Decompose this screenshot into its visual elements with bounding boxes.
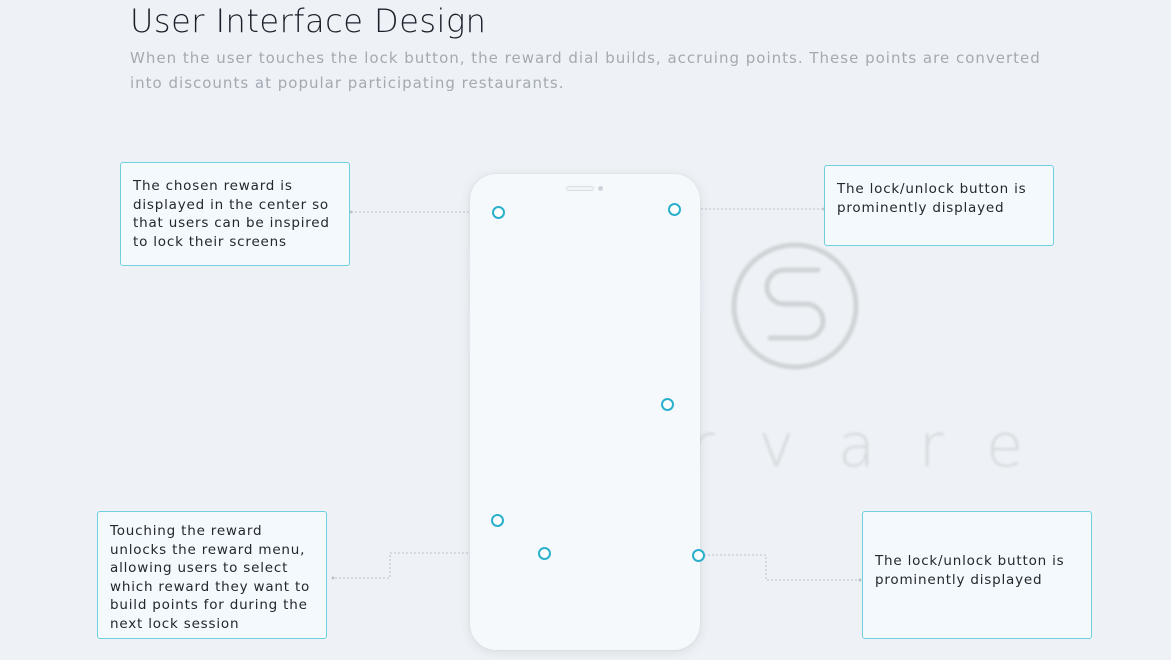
phone-camera	[598, 186, 603, 191]
phone-volume-down-button	[467, 308, 470, 356]
callout-text: The lock/unlock button is prominently di…	[837, 181, 1027, 216]
callout-lock-button-bottom: The lock/unlock button is prominently di…	[862, 511, 1092, 639]
callout-lock-button-top: The lock/unlock button is prominently di…	[824, 165, 1054, 246]
page-subtitle: When the user touches the lock button, t…	[130, 49, 1041, 92]
callout-text: Touching the reward unlocks the reward m…	[110, 523, 311, 632]
callout-reward-menu: Touching the reward unlocks the reward m…	[97, 511, 327, 639]
phone-volume-up-button	[467, 248, 470, 278]
phone-mockup	[467, 174, 703, 650]
callout-text: The lock/unlock button is prominently di…	[875, 553, 1065, 588]
callout-text: The chosen reward is displayed in the ce…	[133, 178, 330, 250]
hotspot-reward-display[interactable]	[492, 206, 505, 219]
page-title: User Interface Design	[130, 2, 487, 40]
hotspot-lock-button-bottom[interactable]	[692, 549, 705, 562]
hotspot-reward-menu[interactable]	[538, 547, 551, 560]
s-logo-icon	[731, 242, 859, 370]
callout-chosen-reward: The chosen reward is displayed in the ce…	[120, 162, 350, 266]
phone-power-button	[700, 278, 703, 312]
connector-line	[704, 554, 860, 581]
connector-dot	[331, 576, 335, 580]
hotspot-lock-button-top[interactable]	[668, 203, 681, 216]
hotspot-lower-left[interactable]	[491, 514, 504, 527]
phone-speaker	[566, 186, 594, 191]
watermark-text: rvare	[690, 411, 1067, 481]
hotspot-center-right[interactable]	[661, 398, 674, 411]
